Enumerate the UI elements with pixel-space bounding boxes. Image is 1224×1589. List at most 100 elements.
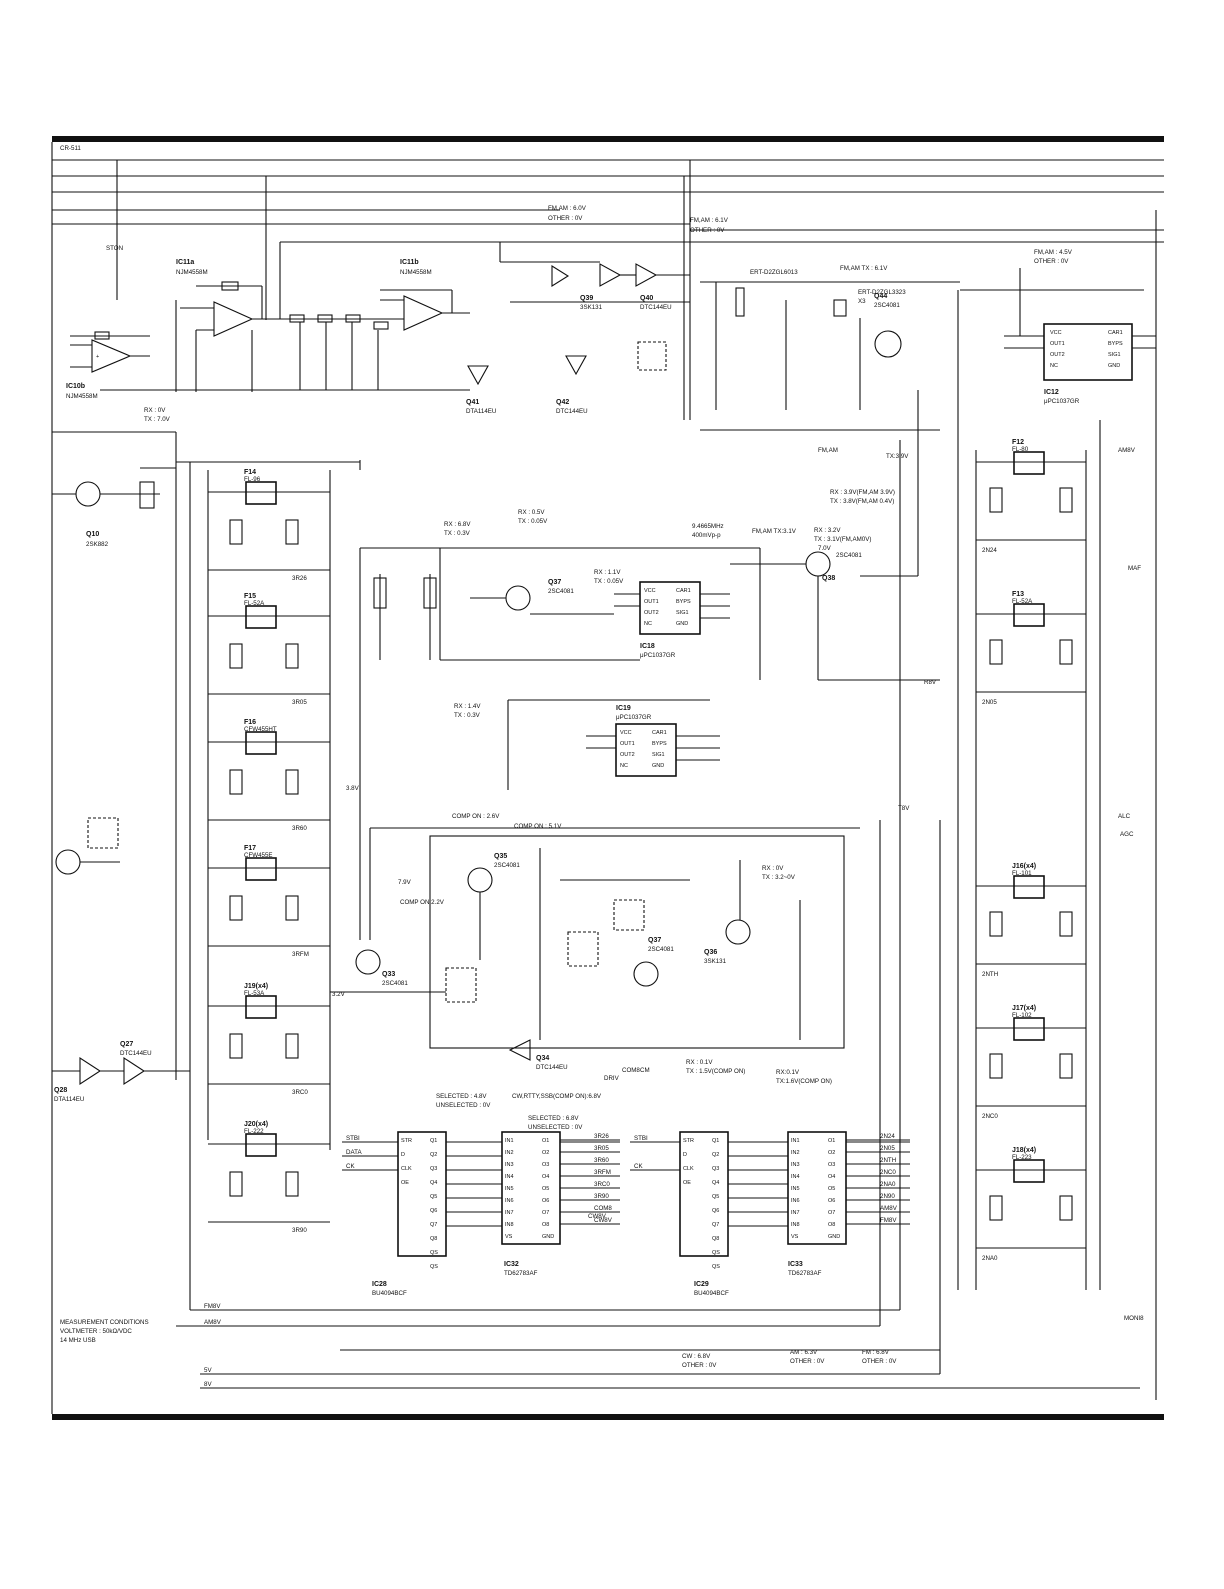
filter-left-part-0: FL-96 — [244, 476, 261, 483]
voltage-note-6: OTHER : 0V — [1034, 258, 1069, 265]
q37-part: 2SC4081 — [648, 946, 674, 953]
filter-right-part-4: FL-223 — [1012, 1154, 1032, 1161]
ic18-pin-car1: CAR1 — [676, 588, 691, 594]
filter-right-resistor-0 — [989, 487, 1003, 513]
filter-right-line-label-3: 2NC0 — [982, 1113, 998, 1120]
misc-label-3: 7.9V — [398, 879, 412, 886]
q42-ref: Q41 — [466, 399, 479, 406]
ic12-pin-car1: CAR1 — [1108, 330, 1123, 336]
filter-right-part-2: FL-101 — [1012, 870, 1032, 877]
filter-left-part-2: CFW455HT — [244, 726, 277, 733]
logic-ic-8-right-pin-1: Q2 — [712, 1152, 719, 1158]
filter-right-resistor-b-1 — [1059, 639, 1073, 665]
voltage-note-35: CW : 6.8V — [682, 1353, 711, 1360]
voltage-note-29: TX:1.6V(COMP ON) — [776, 1078, 832, 1085]
bottom-supply-buses — [176, 440, 1140, 1389]
measurement-conditions-title: MEASUREMENT CONDITIONS — [60, 1319, 149, 1326]
q35-ref: Q35 — [494, 853, 507, 860]
bus-label-9: STBI — [634, 1135, 648, 1142]
bus-label-2: 5V — [204, 1367, 212, 1374]
logic-ic-7-right-pin-1: O2 — [542, 1150, 549, 1156]
filter-right-body-1 — [1013, 603, 1045, 627]
bus-label-5: R8V — [924, 679, 937, 686]
logic-ic-8-right-pin-6: Q7 — [712, 1222, 719, 1228]
voltage-note-28: RX:0.1V — [776, 1069, 800, 1076]
bus-label-0: FM8V — [204, 1303, 221, 1310]
filter-left-line-label-4: 3RC0 — [292, 1089, 308, 1096]
ic29-ref: IC29 — [694, 1281, 709, 1288]
filter-left-part-1: FL-52A — [244, 600, 265, 607]
logic-ic-8-right-pin-0: Q1 — [712, 1138, 719, 1144]
voltage-note-21: COMP ON : 2.6V — [452, 813, 500, 820]
q38-ref: Q38 — [822, 575, 835, 582]
filter-left-resistor-b-5 — [285, 1171, 299, 1197]
filter-right-resistor-1 — [989, 639, 1003, 665]
logic-ic-8-right-pin-8: QS — [712, 1250, 720, 1256]
bus-label-8: CK — [346, 1163, 355, 1170]
ic18-pin-out1: OUT1 — [644, 599, 659, 605]
q36-part: 3SK131 — [704, 958, 727, 965]
q38-part: 2SC4081 — [836, 552, 862, 559]
logic-ic-7-right-pin-7: O8 — [542, 1222, 549, 1228]
filter-right-resistor-b-2 — [1059, 911, 1073, 937]
ic11b-ref: IC11b — [400, 259, 419, 266]
logic-ic-7-left-pin-7: IN8 — [505, 1222, 514, 1228]
filter-left-resistor-b-0 — [285, 519, 299, 545]
right-filter-bank: F12FL-802N24F13FL-52A2N05J16(x4)FL-1012N… — [976, 439, 1086, 1262]
voltage-note-18: TX : 3.8V(FM,AM 0.4V) — [830, 498, 894, 505]
q41-part: DTC144EU — [640, 304, 672, 311]
ic18-pin-byps: BYPS — [676, 599, 691, 605]
ic32-ref: IC32 — [504, 1261, 519, 1268]
filter-right-ref-2: J16(x4) — [1012, 863, 1036, 870]
filter-right-resistor-b-3 — [1059, 1053, 1073, 1079]
filter-right-resistor-b-0 — [1059, 487, 1073, 513]
filter-right-line-label-1: 2N05 — [982, 699, 997, 706]
logic-ic-7-right-pin-4: O5 — [542, 1186, 549, 1192]
filter-left-resistor-5 — [229, 1171, 243, 1197]
ic28-ref: IC28 — [372, 1281, 387, 1288]
filter-right-resistor-4 — [989, 1195, 1003, 1221]
misc-label-8: FM,AM TX:3.1V — [752, 528, 797, 535]
svg-text:+: + — [96, 354, 99, 360]
ic12-pin-out1: OUT1 — [1050, 341, 1065, 347]
bus-label-13: DRIV — [604, 1075, 620, 1082]
filter-left-part-5: FL-222 — [244, 1128, 264, 1135]
logic-ic-6-right-pin-4: Q5 — [430, 1194, 437, 1200]
voltage-note-16: TX : 3.1V(FM,AM0V) — [814, 536, 871, 543]
logic-ic-7-left-pin-6: IN7 — [505, 1210, 514, 1216]
filter-right-ref-1: F13 — [1012, 591, 1024, 598]
misc-label-11: X3 — [858, 298, 866, 305]
top-bus-lines — [52, 159, 1164, 1400]
filter-right-ref-4: J18(x4) — [1012, 1147, 1036, 1154]
voltage-note-37: AM : 6.3V — [790, 1349, 818, 1356]
filter-right-line-label-4: 2NA0 — [982, 1255, 998, 1262]
voltage-note-11: RX : 0.5V — [518, 509, 545, 516]
ic11b-opamp — [279, 242, 470, 331]
logic-ic-8-right-pin-2: Q3 — [712, 1166, 719, 1172]
bus-labels: FM8VAM8V5V8VT8VR8VSTBIDATACKSTBICKCW8VCO… — [106, 245, 1144, 1388]
logic-ic-9-right-pin-6: O7 — [828, 1210, 835, 1216]
logic-ic-6-right-pin-5: Q6 — [430, 1208, 437, 1214]
misc-label-2: 7.0V — [818, 545, 832, 552]
filter-right-line-label-2: 2NTH — [982, 971, 998, 978]
logic-ic-7-right-pin-8: GND — [542, 1234, 554, 1240]
ic12-pin-byps: BYPS — [1108, 341, 1123, 347]
ic19-pin-vcc: VCC — [620, 730, 632, 736]
q27-ref: Q27 — [120, 1041, 133, 1048]
bus-label-4: T8V — [898, 805, 910, 812]
voltage-note-0: FM,AM : 6.0V — [548, 205, 587, 212]
filter-left-body-1 — [245, 605, 277, 629]
filter-left-part-3: CFW455E — [244, 852, 273, 859]
ic10b-opamp: + — [70, 331, 150, 373]
ic12-pin-gnd: GND — [1108, 363, 1120, 369]
logic-ic-9-right-pin-8: GND — [828, 1234, 840, 1240]
voltage-note-14: TX : 0.05V — [594, 578, 624, 585]
voltage-note-30: SELECTED : 4.8V — [436, 1093, 487, 1100]
filter-right-body-0 — [1013, 451, 1045, 475]
ic19-part: μPC1037GR — [616, 714, 652, 721]
filter-right-resistor-2 — [989, 911, 1003, 937]
ic33-out-label-3: 2NC0 — [880, 1169, 896, 1176]
q10-part: 2SK882 — [86, 541, 109, 548]
